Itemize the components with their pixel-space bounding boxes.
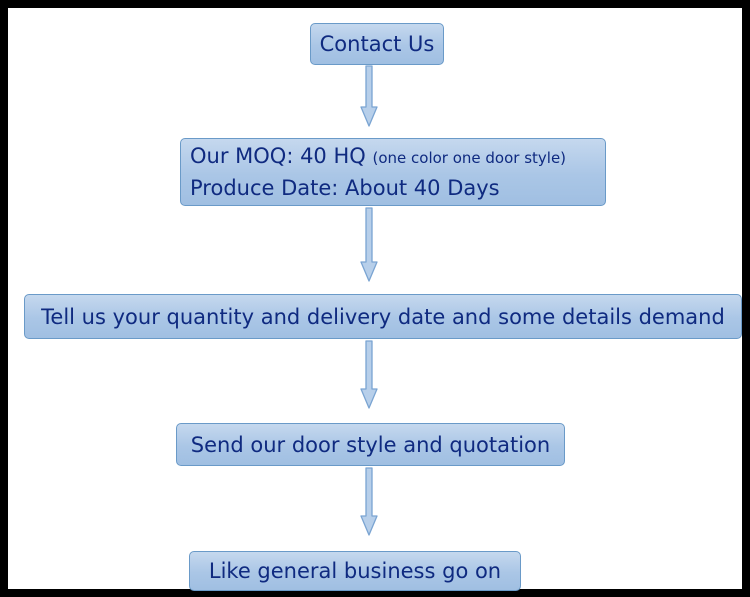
arrow-4-icon — [360, 467, 378, 536]
arrow-3-icon — [360, 340, 378, 409]
step-general-business: Like general business go on — [189, 551, 521, 591]
step-contact-us-label: Contact Us — [319, 32, 435, 56]
diagram-canvas: Contact Us Our MOQ: 40 HQ (one color one… — [8, 8, 742, 591]
step-general-business-label: Like general business go on — [208, 559, 502, 583]
moq-note: (one color one door style) — [372, 149, 567, 167]
step-contact-us: Contact Us — [310, 23, 444, 65]
flow-arrows — [360, 65, 378, 536]
step-tell-us-label: Tell us your quantity and delivery date … — [41, 304, 725, 329]
step-send-quotation-label: Send our door style and quotation — [190, 432, 551, 457]
step-tell-us: Tell us your quantity and delivery date … — [24, 294, 742, 339]
step-send-quotation: Send our door style and quotation — [176, 423, 565, 466]
step-moq: Our MOQ: 40 HQ (one color one door style… — [180, 138, 606, 206]
produce-date-line: Produce Date: About 40 Days — [190, 176, 500, 200]
arrow-1-icon — [360, 65, 378, 127]
moq-label: Our MOQ: 40 HQ — [190, 144, 366, 168]
moq-line: Our MOQ: 40 HQ (one color one door style… — [190, 141, 605, 173]
arrow-2-icon — [360, 207, 378, 282]
